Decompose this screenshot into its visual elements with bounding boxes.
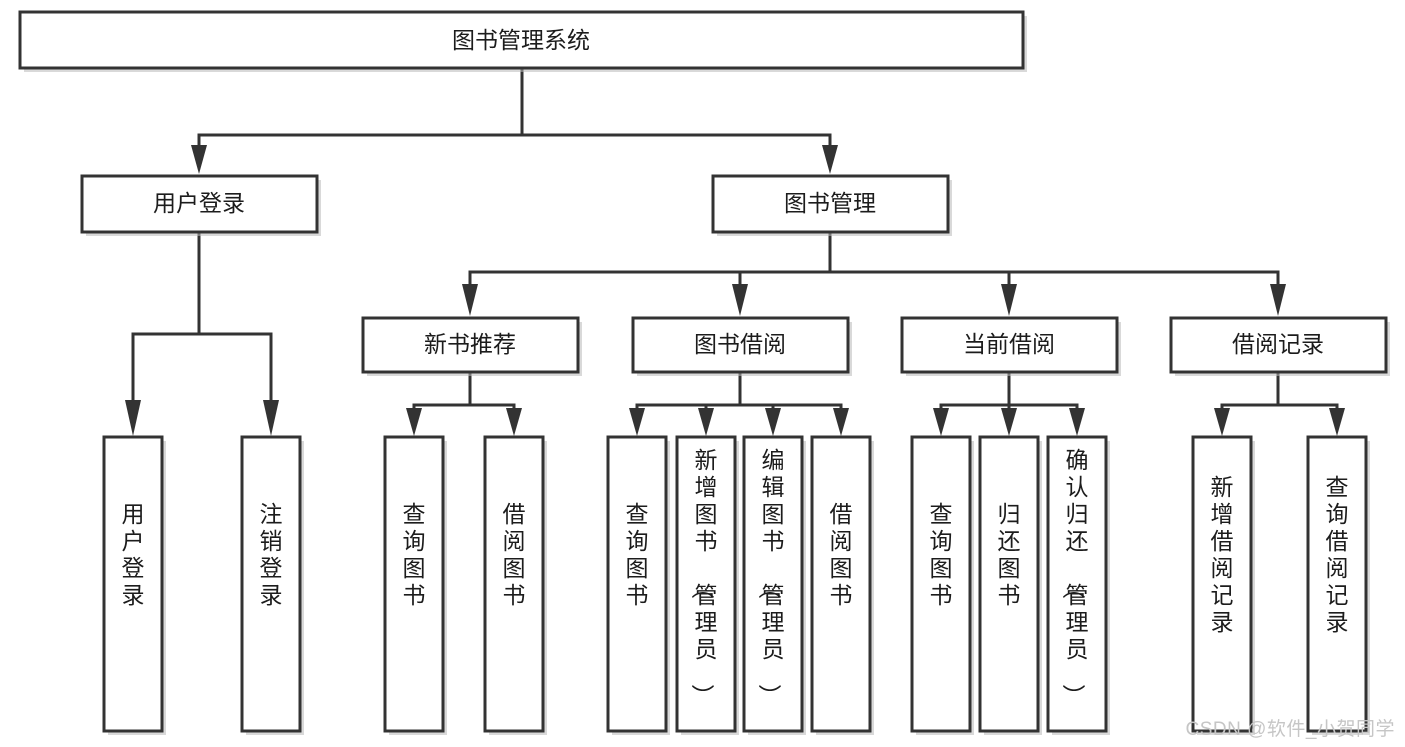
- node-book-borrow[interactable]: 图书借阅: [631, 316, 852, 376]
- current-borrow-label: 当前借阅: [963, 331, 1055, 357]
- leaf-return-book-label: 归还图书: [998, 501, 1021, 608]
- user-login-label: 用户登录: [153, 190, 245, 216]
- arrowhead-leaf-query-book-3: [933, 408, 949, 436]
- leaf-query-book-1-box: [383, 435, 445, 733]
- arrowhead-leaf-query-book-1: [406, 408, 422, 436]
- arrowhead-leaf-borrow-book-2: [833, 408, 849, 436]
- node-leaf-add-book[interactable]: 新增图书（管理员）: [675, 435, 739, 735]
- connector-layer: [125, 66, 1345, 436]
- book-borrow-label: 图书借阅: [694, 331, 786, 357]
- node-leaf-logout[interactable]: 注销登录: [240, 435, 304, 735]
- leaf-add-book-box: [675, 435, 737, 733]
- leaf-borrow-book-2-box: [810, 435, 872, 733]
- borrow-record-label: 借阅记录: [1232, 331, 1324, 357]
- arrowhead-leaf-query-book-2: [629, 408, 645, 436]
- user-login-box: [80, 174, 319, 234]
- leaf-user-login-label: 用户登录: [122, 501, 145, 608]
- node-book-manage[interactable]: 图书管理: [711, 174, 952, 236]
- leaf-logout-box: [240, 435, 302, 733]
- node-borrow-record[interactable]: 借阅记录: [1169, 316, 1390, 376]
- node-leaf-query-book-1[interactable]: 查询图书: [383, 435, 447, 735]
- arrowhead-leaf-return-book: [1001, 408, 1017, 436]
- node-new-book-recommend[interactable]: 新书推荐: [361, 316, 582, 376]
- leaf-query-book-3-box: [910, 435, 972, 733]
- current-borrow-box: [900, 316, 1119, 374]
- leaf-query-book-2-label: 查询图书: [626, 501, 649, 608]
- borrow-record-box: [1169, 316, 1388, 374]
- arrowhead-leaf-edit-book: [765, 408, 781, 436]
- book-borrow-box: [631, 316, 850, 374]
- arrowhead-leaf-query-record: [1329, 408, 1345, 436]
- node-user-login[interactable]: 用户登录: [80, 174, 321, 236]
- book-manage-label: 图书管理: [784, 190, 876, 216]
- leaf-query-book-2-box: [606, 435, 668, 733]
- arrowhead-book-manage: [822, 145, 838, 174]
- leaf-confirm-return-label: 确认归还（管理员）: [1061, 447, 1089, 707]
- arrowhead-leaf-confirm-return: [1069, 408, 1085, 436]
- leaf-add-record-box: [1191, 435, 1253, 733]
- root-label: 图书管理系统: [452, 27, 590, 53]
- leaf-confirm-return-box: [1046, 435, 1108, 733]
- node-leaf-return-book[interactable]: 归还图书: [978, 435, 1042, 735]
- leaf-query-book-1-label: 查询图书: [403, 501, 426, 608]
- new-book-recommend-box: [361, 316, 580, 374]
- node-current-borrow[interactable]: 当前借阅: [900, 316, 1121, 376]
- leaf-borrow-book-1-box: [483, 435, 545, 733]
- arrowhead-new-book-recommend: [462, 284, 478, 316]
- leaf-add-book-label: 新增图书（管理员）: [690, 447, 718, 707]
- node-leaf-query-book-3[interactable]: 查询图书: [910, 435, 974, 735]
- csdn-watermark: CSDN @软件_小贺同学: [1185, 719, 1395, 740]
- leaf-return-book-box: [978, 435, 1040, 733]
- arrowhead-leaf-add-record: [1214, 408, 1230, 436]
- arrowhead-book-borrow: [732, 284, 748, 316]
- node-leaf-add-record[interactable]: 新增借阅记录: [1191, 435, 1255, 735]
- arrowhead-leaf-logout: [263, 400, 279, 436]
- node-leaf-query-record[interactable]: 查询借阅记录: [1306, 435, 1370, 735]
- node-leaf-borrow-book-2[interactable]: 借阅图书: [810, 435, 874, 735]
- arrowhead-leaf-borrow-book-1: [506, 408, 522, 436]
- leaf-logout-label: 注销登录: [260, 501, 283, 608]
- leaf-edit-book-label: 编辑图书（管理员）: [757, 447, 785, 707]
- node-leaf-query-book-2[interactable]: 查询图书: [606, 435, 670, 735]
- node-leaf-borrow-book-1[interactable]: 借阅图书: [483, 435, 547, 735]
- leaf-query-record-label: 查询借阅记录: [1326, 474, 1349, 635]
- leaf-user-login-box: [102, 435, 164, 733]
- arrowhead-user-login: [191, 145, 207, 174]
- root-box: [18, 10, 1025, 70]
- node-leaf-edit-book[interactable]: 编辑图书（管理员）: [742, 435, 806, 735]
- arrowhead-borrow-record: [1270, 284, 1286, 316]
- leaf-borrow-book-2-label: 借阅图书: [830, 501, 853, 608]
- leaf-query-book-3-label: 查询图书: [930, 501, 953, 608]
- arrowhead-leaf-add-book: [698, 408, 714, 436]
- arrowhead-current-borrow: [1001, 284, 1017, 316]
- book-manage-box: [711, 174, 950, 234]
- node-root[interactable]: 图书管理系统: [18, 10, 1027, 72]
- leaf-add-record-label: 新增借阅记录: [1211, 474, 1234, 635]
- node-leaf-user-login[interactable]: 用户登录: [102, 435, 166, 735]
- leaf-edit-book-box: [742, 435, 804, 733]
- new-book-recommend-label: 新书推荐: [424, 331, 516, 357]
- arrowhead-leaf-user-login: [125, 400, 141, 436]
- leaf-borrow-book-1-label: 借阅图书: [503, 501, 526, 608]
- node-leaf-confirm-return[interactable]: 确认归还（管理员）: [1046, 435, 1110, 735]
- leaf-query-record-box: [1306, 435, 1368, 733]
